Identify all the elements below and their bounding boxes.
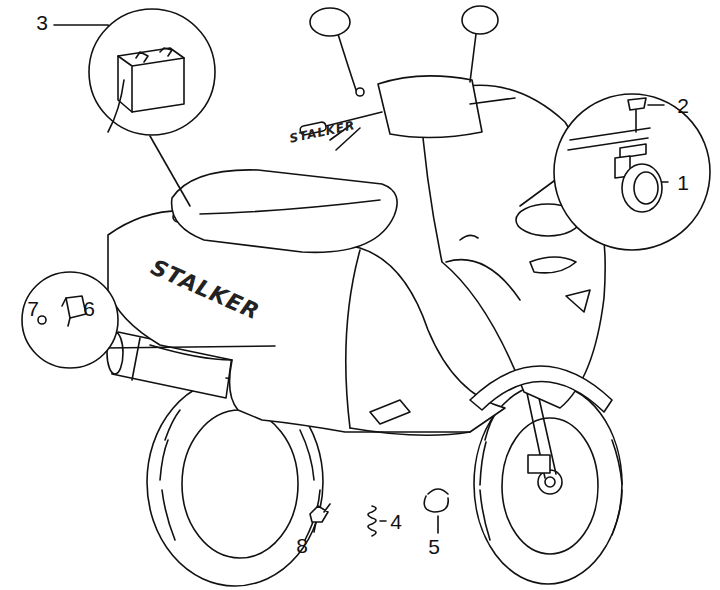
- handlebar-part: [338, 34, 356, 90]
- front-wheel-part: [528, 455, 550, 473]
- horn-callout: [520, 94, 710, 250]
- front-shield-part: [470, 366, 612, 412]
- callout-number: 1: [677, 172, 689, 193]
- callout-number: 6: [83, 298, 95, 319]
- front-shield-part: [446, 260, 520, 300]
- callout-number: 4: [390, 511, 402, 532]
- horn-callout-part: [628, 98, 646, 110]
- relay-callout-part: [66, 296, 86, 318]
- front-shield-part: [566, 290, 590, 312]
- small-parts-part: [310, 504, 330, 532]
- handlebar-part: [462, 6, 498, 34]
- front-shield-part: [460, 235, 576, 272]
- callout-number: 2: [677, 95, 689, 116]
- battery-callout: [54, 9, 215, 206]
- horn-callout-part: [635, 110, 637, 132]
- seat-part: [172, 170, 398, 252]
- seat: [172, 170, 398, 252]
- small-parts: [310, 489, 448, 536]
- relay-callout-part: [104, 346, 275, 348]
- brand-logo: STALKER: [147, 256, 262, 323]
- horn-callout-part: [620, 144, 646, 158]
- horn-callout-part: [554, 94, 710, 250]
- battery-callout-part: [89, 9, 215, 135]
- rear-wheel-part: [160, 410, 320, 540]
- battery-callout-part: [118, 56, 184, 112]
- callout-number: 8: [296, 535, 308, 556]
- seat-part: [200, 200, 380, 214]
- scooter-body-part: [350, 428, 470, 435]
- relay-callout-part: [22, 272, 118, 368]
- battery-callout-part: [118, 48, 184, 112]
- horn-callout-part: [634, 172, 658, 204]
- handlebar-part: [356, 88, 364, 96]
- battery-callout-part: [54, 25, 112, 31]
- brand-logo: STALKER: [288, 119, 356, 145]
- scooter-body-part: [346, 250, 360, 428]
- relay-callout: [22, 272, 275, 368]
- horn-callout-part: [622, 164, 662, 212]
- relay-callout-part: [62, 298, 70, 326]
- battery-callout-part: [150, 136, 190, 206]
- battery-callout-part: [108, 80, 124, 132]
- callout-number: 7: [27, 298, 39, 319]
- small-parts-part: [380, 516, 438, 533]
- small-parts-part: [368, 506, 376, 536]
- front-wheel-part: [480, 410, 622, 540]
- battery-callout-part: [136, 48, 172, 62]
- front-wheel-part: [502, 418, 598, 554]
- callout-number: 5: [428, 536, 440, 557]
- relay-callout-part: [38, 316, 46, 324]
- front-wheel-part: [545, 477, 555, 487]
- small-parts-part: [424, 489, 448, 512]
- handlebar-part: [378, 76, 482, 138]
- horn-callout-part: [520, 178, 558, 206]
- handlebar-part: [310, 8, 350, 36]
- handlebar-part: [470, 34, 476, 82]
- callout-number: 3: [36, 12, 48, 33]
- scooter-body-part: [370, 400, 410, 424]
- rear-wheel-part: [182, 410, 298, 558]
